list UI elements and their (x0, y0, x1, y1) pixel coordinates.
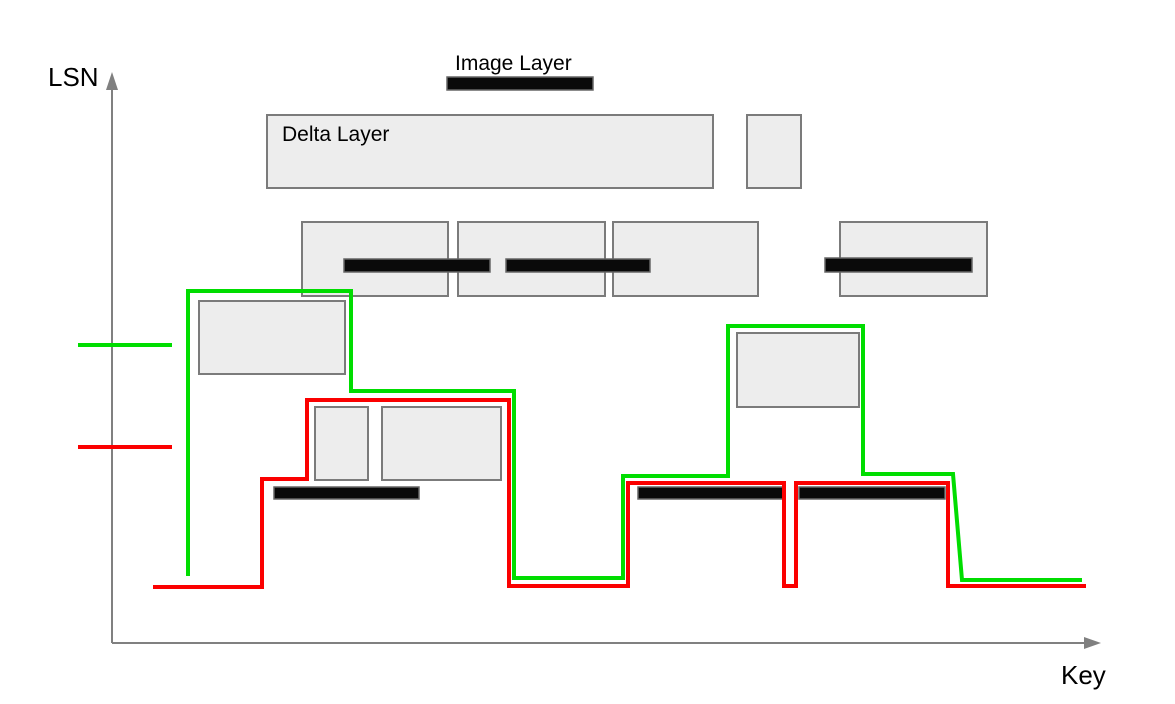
labels-group: LSN Key Image Layer Delta Layer (48, 52, 1106, 690)
y-axis-arrowhead (106, 72, 118, 90)
image-layer-bar-7 (798, 486, 946, 500)
image-layer-label: Image Layer (455, 52, 572, 75)
delta-layers-group (198, 114, 988, 481)
red-lsn-line (153, 398, 1086, 589)
delta-layer-rect-8 (736, 332, 860, 408)
image-layer-bar-1 (446, 76, 594, 91)
image-layer-bar-4 (824, 257, 973, 273)
image-layer-bar-5 (273, 486, 420, 500)
y-axis-label: LSN (48, 62, 99, 92)
image-layer-bar-3 (505, 258, 651, 273)
x-axis-label: Key (1061, 660, 1106, 690)
image-layer-bar-6 (637, 486, 784, 500)
delta-layer-rect-2 (746, 114, 802, 189)
x-axis-arrowhead (1084, 637, 1101, 649)
delta-layer-label: Delta Layer (282, 123, 389, 146)
delta-layer-rect-7 (198, 300, 346, 375)
delta-layer-rect-9 (314, 406, 369, 481)
green-lsn-line (186, 289, 1082, 582)
delta-layer-rect-1 (266, 114, 714, 189)
image-layers-group (273, 76, 973, 500)
gc-horizon-lines-group (78, 289, 1086, 589)
image-layer-bar-2 (343, 258, 491, 273)
axes-group (106, 72, 1101, 649)
delta-layer-rect-10 (381, 406, 502, 481)
